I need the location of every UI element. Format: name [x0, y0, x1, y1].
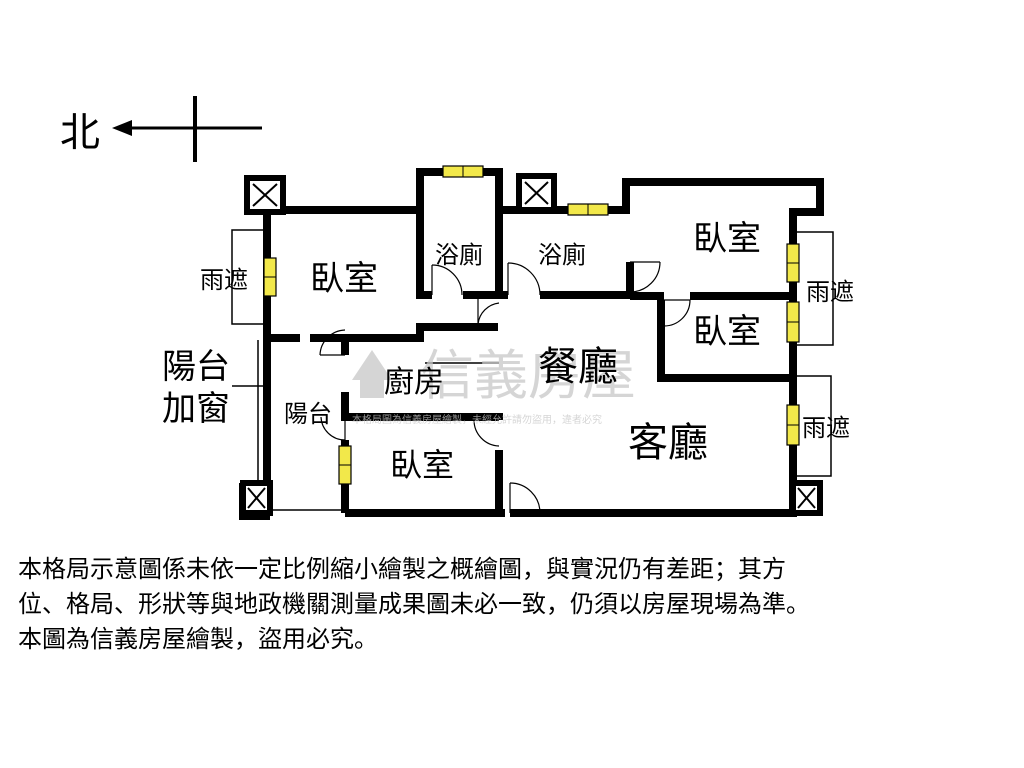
- watermark: 信義房屋 本格局圖為信義房屋繪製，未經允許請勿盜用，違者必究: [352, 344, 636, 426]
- doors: [319, 261, 691, 514]
- watermark-brand: 信義房屋: [420, 344, 636, 407]
- rain-shelter-label-e: 雨遮: [802, 414, 850, 442]
- floor-plan: 北: [60, 96, 854, 520]
- duct-icon: [790, 480, 823, 516]
- room-label-balcony: 陽台: [284, 400, 332, 428]
- room-label-bedroom-nw: 臥室: [310, 259, 378, 299]
- duct-icon: [240, 480, 273, 516]
- walls: [239, 168, 824, 520]
- room-labels: 臥室 浴廁 浴廁 臥室 臥室 餐廳 廚房 陽台 臥室 客廳: [284, 219, 761, 484]
- door-swing-icon: [473, 419, 500, 447]
- door-swing-icon: [507, 262, 541, 296]
- room-label-bedroom-e: 臥室: [693, 312, 761, 352]
- door-swing-icon: [319, 329, 346, 356]
- brand-logo-icon: [352, 350, 392, 380]
- rain-shelter-label-w: 雨遮: [200, 266, 248, 294]
- duct-icon: [516, 173, 557, 213]
- disclaimer-line: 本圖為信義房屋繪製，盜用必究。: [18, 625, 378, 653]
- disclaimer-line: 位、格局、形狀等與地政機關測量成果圖未必一致，仍須以房屋現場為準。: [18, 590, 810, 618]
- north-compass: 北: [60, 96, 262, 162]
- disclaimer-line: 本格局示意圖係未依一定比例縮小繪製之概繪圖，與實況仍有差距；其方: [18, 555, 786, 583]
- watermark-small-text: 本格局圖為信義房屋繪製，未經允許請勿盜用，違者必究: [352, 413, 602, 426]
- door-swing-icon: [509, 482, 541, 514]
- door-swing-icon: [663, 299, 691, 327]
- disclaimer-text: 本格局示意圖係未依一定比例縮小繪製之概繪圖，與實況仍有差距；其方 位、格局、形狀…: [18, 552, 1008, 657]
- brand-logo-base: [360, 380, 384, 398]
- windows: [263, 165, 800, 485]
- window-icon: [786, 243, 800, 283]
- room-label-bedroom-ne: 臥室: [693, 219, 761, 259]
- rain-shelter-outline-ne: [792, 231, 834, 346]
- rain-shelter-label-ne: 雨遮: [806, 278, 854, 306]
- room-label-bath-2: 浴廁: [538, 241, 586, 269]
- window-icon: [786, 301, 800, 343]
- room-label-bath-1: 浴廁: [435, 241, 483, 269]
- door-swing-icon: [431, 264, 463, 296]
- room-label-living: 客廳: [628, 420, 708, 466]
- annotations: 雨遮 雨遮 雨遮 陽台 加窗: [162, 266, 854, 442]
- window-icon: [786, 404, 800, 446]
- room-label-kitchen: 廚房: [384, 365, 444, 400]
- north-label: 北: [60, 110, 100, 156]
- utility-ducts: [240, 173, 823, 516]
- window-icon: [442, 165, 484, 178]
- window-icon: [567, 203, 609, 216]
- window-icon: [338, 445, 352, 485]
- door-swing-icon: [629, 261, 661, 293]
- room-label-bedroom-sw: 臥室: [390, 446, 454, 484]
- duct-icon: [244, 175, 286, 215]
- north-arrow-icon: [112, 120, 132, 136]
- window-icon: [263, 257, 277, 297]
- balcony-window-label-line2: 加窗: [162, 389, 230, 429]
- room-label-dining: 餐廳: [538, 344, 618, 390]
- balcony-window-label-line1: 陽台: [162, 347, 230, 387]
- door-swing-icon: [320, 416, 346, 441]
- door-swing-icon: [477, 299, 500, 325]
